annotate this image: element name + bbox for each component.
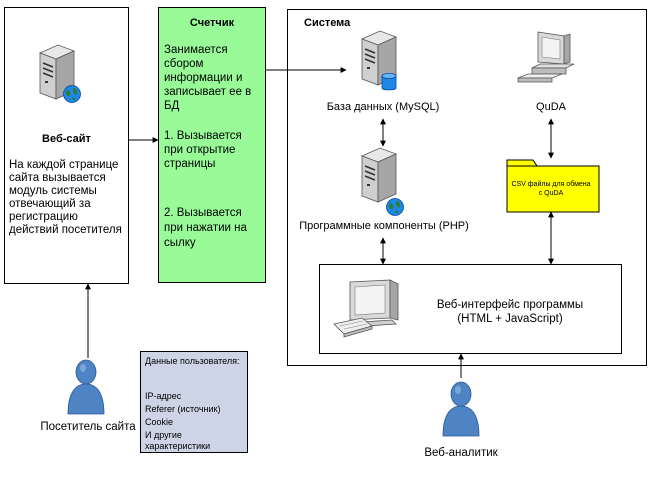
web-ui-box: Веб-интерфейс программы (HTML + JavaScri… [319, 264, 622, 354]
server-icon [360, 30, 398, 86]
csv-label: CSV файлы для обмена с QuDA [511, 181, 591, 197]
counter-item-2: 2. Вызывается при нажатии на сылку [164, 207, 247, 249]
user-data-item: IP-адрес [145, 391, 182, 401]
website-title: Веб-сайт [42, 133, 91, 145]
computer-icon [333, 279, 399, 338]
components-label: Программные компоненты (PHP) [299, 220, 469, 232]
counter-item-1: 1. Вызывается при открытие страницы [164, 130, 242, 170]
user-data-box: Данные пользователя: IP-адрес Referer (и… [140, 351, 248, 453]
counter-description: Занимается сбором информации и записывае… [164, 44, 252, 112]
globe-icon [386, 198, 404, 216]
server-icon [360, 147, 398, 203]
user-data-item: Referer (источник) [145, 404, 221, 414]
user-data-title: Данные пользователя: [145, 356, 240, 366]
user-data-item: И другие характеристики [145, 430, 211, 451]
system-title: Система [304, 17, 351, 29]
system-box: Система [287, 9, 647, 366]
quda-label: QuDA [536, 101, 566, 113]
person-icon [442, 381, 480, 437]
visitor-label: Посетитель сайта [40, 421, 136, 433]
globe-icon [63, 85, 81, 103]
folder-icon [506, 159, 600, 213]
web-ui-label: Веб-интерфейс программы (HTML + JavaScri… [436, 299, 584, 325]
website-description: На каждой странице сайта вызывается моду… [9, 159, 122, 236]
computer-icon [517, 31, 575, 83]
website-box: Веб-сайт На каждой странице сайта вызыва… [4, 7, 129, 284]
person-icon [67, 359, 105, 415]
analyst-label: Веб-аналитик [424, 447, 498, 459]
counter-box: Счетчик Занимается сбором информации и з… [158, 7, 266, 283]
user-data-item: Cookie [145, 417, 174, 427]
database-label: База данных (MySQL) [326, 101, 440, 113]
counter-title: Счетчик [189, 17, 235, 29]
server-icon [38, 44, 76, 100]
database-icon [381, 73, 397, 91]
